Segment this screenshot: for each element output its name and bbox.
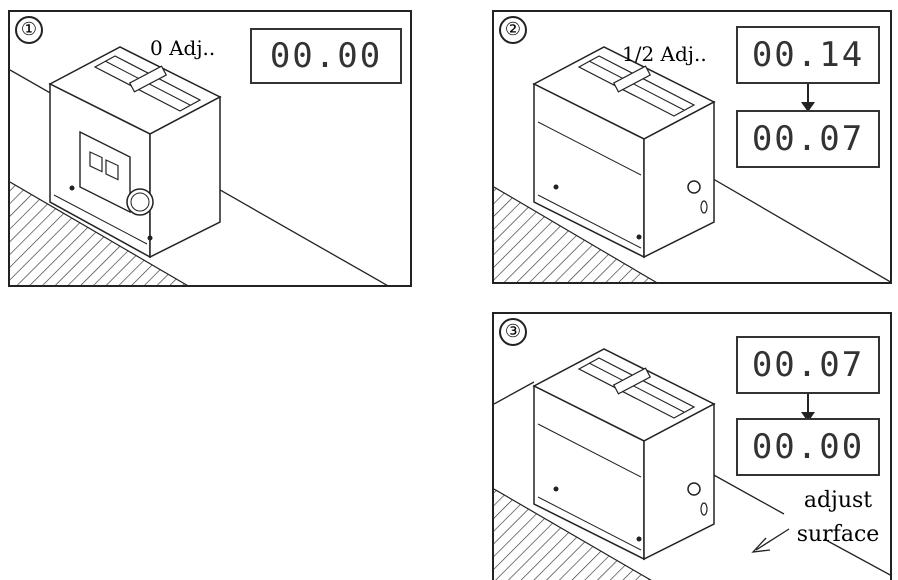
step-number-2: ② [499,16,527,44]
reading-display-final: 00.00 [736,418,880,476]
down-arrow-icon [801,394,815,422]
caption-line-1: adjust [803,488,873,513]
caption-line-2: surface [796,522,880,547]
half-adjust-label: 1/2 Adj.. [622,42,707,66]
panel-step-2: ② 1/2 Adj.. 00.14 00.07 [492,10,892,284]
instrument-illustration-1 [10,46,388,285]
step-number-1: ① [15,16,43,44]
panel-step-1: ① 0 Adj.. 00.00 [8,10,412,287]
instrument-illustration-2 [494,46,890,282]
instrument-illustration-3 [494,348,890,580]
panel-step-3: ③ 00.07 00.00 adjust surface [492,312,892,580]
zero-adjust-label: 0 Adj.. [150,36,216,60]
reading-display-after: 00.07 [736,110,880,168]
reading-display-before: 00.14 [736,26,880,84]
step-number-3: ③ [499,318,527,346]
adjust-surface-caption: adjust surface [786,484,890,552]
reading-display-start: 00.07 [736,336,880,394]
reading-display-1: 00.00 [250,28,402,84]
down-arrow-icon [801,84,815,112]
